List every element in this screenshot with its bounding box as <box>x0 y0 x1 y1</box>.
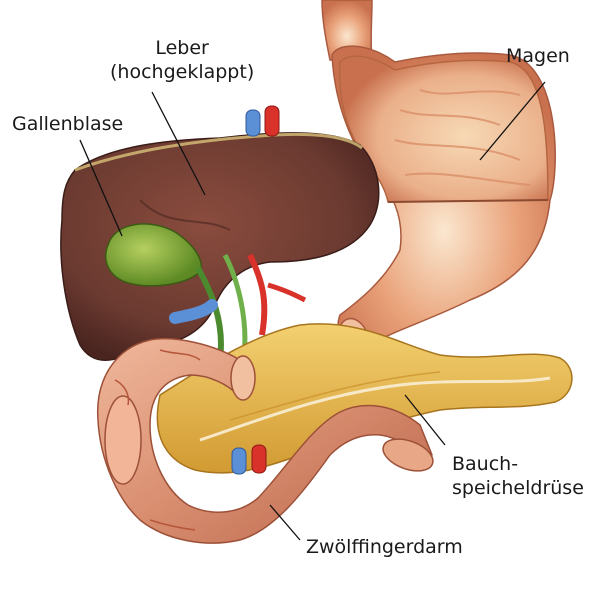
leader-line-duodenum <box>269 504 301 541</box>
vessels-bottom <box>231 444 267 475</box>
label-pancreas-line2: speicheldrüse <box>452 477 584 499</box>
leader-line-gallbladder <box>79 139 123 237</box>
leader-line-stomach <box>479 81 546 161</box>
duodenum <box>96 337 434 544</box>
leader-lines <box>79 81 546 541</box>
label-duodenum-text: Zwölffingerdarm <box>306 536 463 558</box>
label-gallbladder: Gallenblase <box>12 112 123 136</box>
label-pancreas-line1: Bauch- <box>452 453 519 475</box>
label-stomach-text: Magen <box>506 45 570 67</box>
label-liver-line2: (hochgeklappt) <box>110 61 255 83</box>
label-pancreas: Bauch- speicheldrüse <box>452 452 584 500</box>
vessels-middle <box>169 253 307 336</box>
pancreas <box>156 323 573 474</box>
label-liver-line1: Leber <box>155 37 209 59</box>
hepatic-duct <box>222 253 248 356</box>
vessels-top <box>245 105 280 137</box>
label-stomach: Magen <box>506 44 570 68</box>
label-liver: Leber (hochgeklappt) <box>110 36 254 84</box>
label-gallbladder-text: Gallenblase <box>12 113 124 135</box>
stomach <box>321 0 556 359</box>
leader-line-liver <box>151 91 206 196</box>
leader-line-pancreas <box>404 394 446 446</box>
label-duodenum: Zwölffingerdarm <box>306 535 463 559</box>
